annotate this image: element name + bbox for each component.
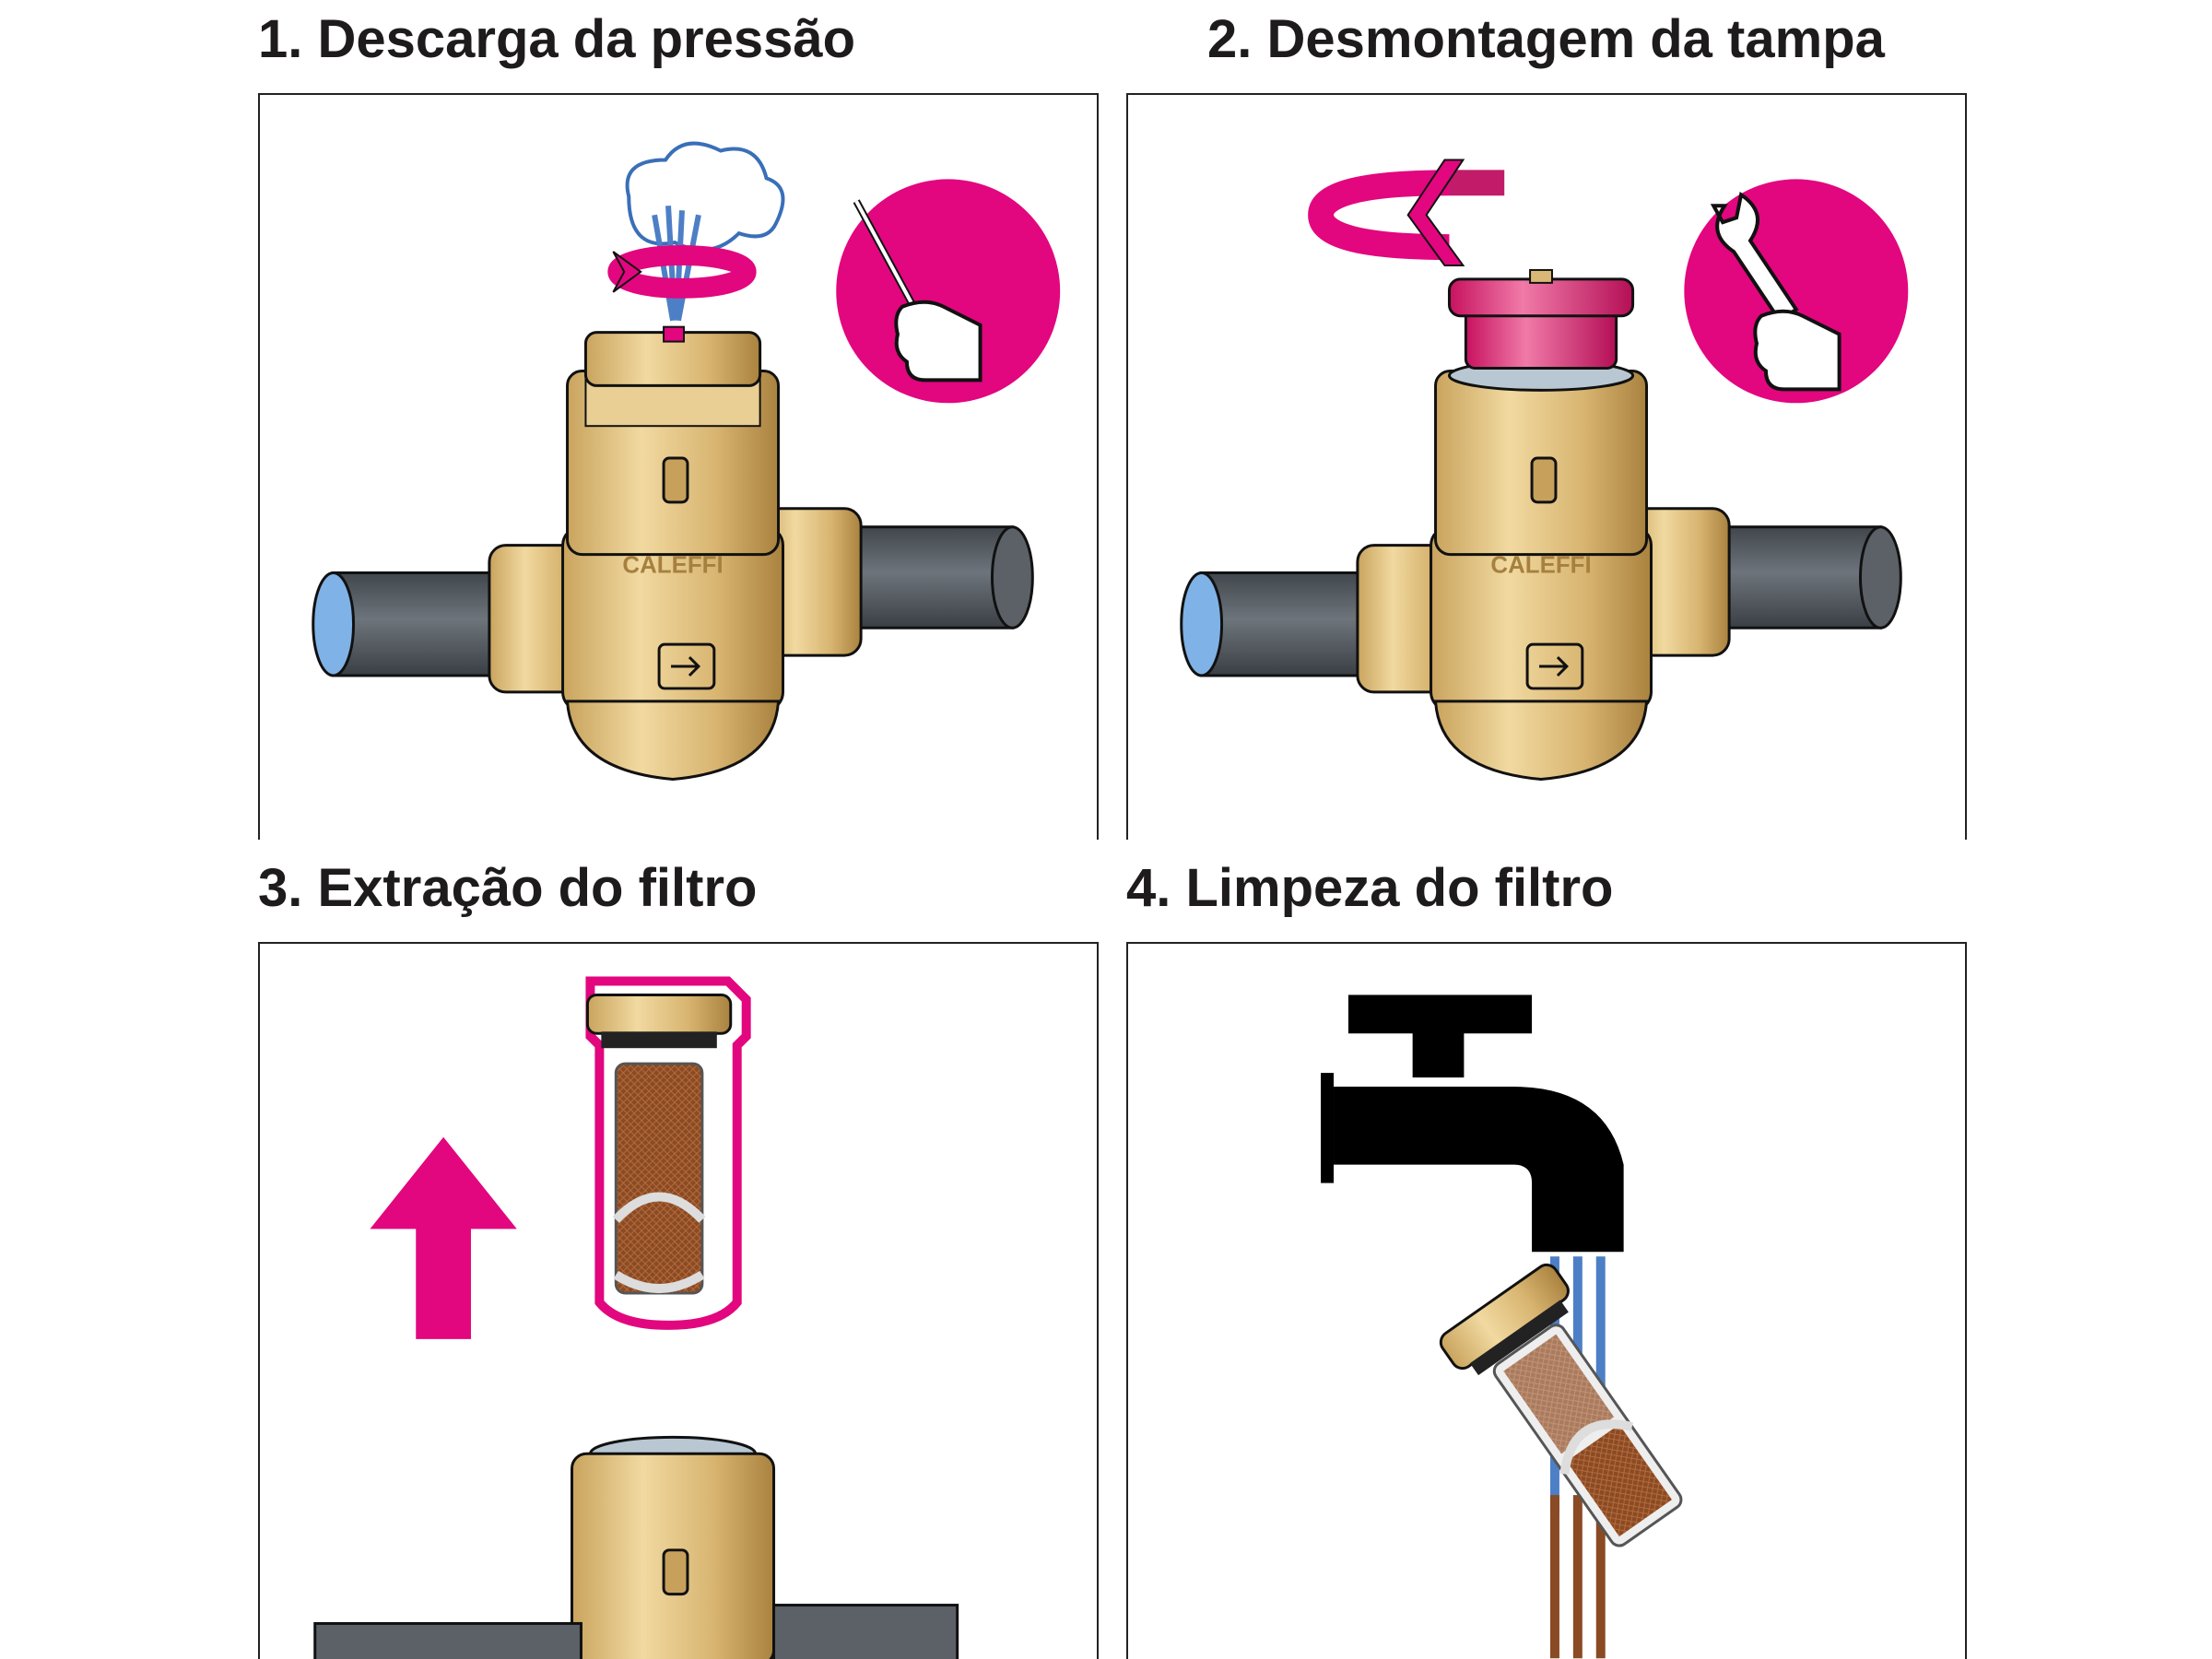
step-4-panel: [1126, 942, 1967, 1659]
screwdriver-hand-icon: [836, 179, 1061, 404]
valve-body: CALEFFI: [488, 369, 863, 782]
valve-brand-label: CALEFFI: [622, 552, 723, 578]
step-4-illustration: [1321, 994, 1683, 1659]
valve-brand-label: CALEFFI: [1490, 552, 1591, 578]
rotation-arrow-icon: [1308, 159, 1505, 266]
valve-cap: [583, 325, 762, 387]
water-tap-icon: [1321, 994, 1624, 1253]
step-2-illustration: CALEFFI: [1180, 159, 1909, 782]
step-3-panel: [258, 942, 1099, 1659]
step-3-illustration: [313, 976, 959, 1659]
step-1-illustration: CALEFFI: [312, 141, 1061, 782]
valve-body-open: [313, 1435, 959, 1659]
filter-cartridge: [585, 976, 751, 1330]
step-2-panel: CALEFFI: [1126, 93, 1967, 840]
cap-lifted: [1447, 268, 1635, 370]
step-2-title: 2. Desmontagem da tampa: [1207, 9, 1885, 69]
step-1-panel: CALEFFI: [258, 93, 1099, 840]
up-arrow-icon: [370, 1136, 517, 1339]
step-4-title: 4. Limpeza do filtro: [1126, 858, 1614, 918]
valve-body: CALEFFI: [1356, 359, 1731, 782]
filter-cartridge-tilted: [1439, 1263, 1683, 1547]
wrench-hand-icon: [1684, 179, 1909, 404]
rotation-arrow-icon: [607, 245, 757, 299]
step-1-title: 1. Descarga da pressão: [258, 9, 856, 69]
step-3-title: 3. Extração do filtro: [258, 858, 758, 918]
right-pipe: [827, 525, 1034, 629]
